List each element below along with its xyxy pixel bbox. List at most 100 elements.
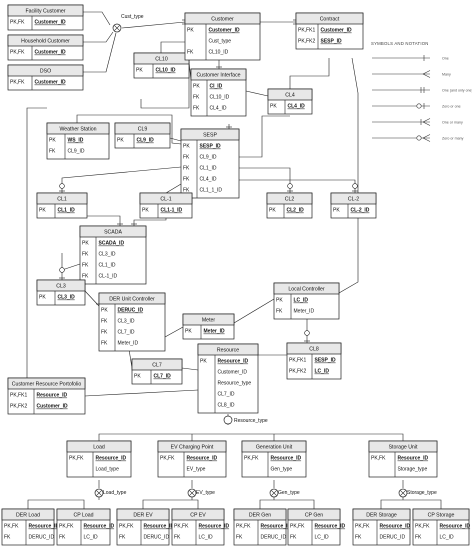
primary-attribute: Resource_ID xyxy=(261,524,292,530)
entity-header xyxy=(7,377,86,390)
legend-symbol xyxy=(372,87,430,93)
relationship-line xyxy=(245,90,269,97)
entity-header xyxy=(273,282,340,295)
entity-header xyxy=(46,122,110,135)
primary-attribute: CL4_ID xyxy=(288,104,306,110)
relationship-line xyxy=(98,433,404,441)
key-label: PK xyxy=(270,104,277,110)
relationship-line xyxy=(140,69,190,109)
primary-attribute: DERUC_ID xyxy=(118,308,144,314)
attribute: DERUC_ID xyxy=(29,535,55,541)
legend-label: One (and only one) xyxy=(442,89,472,93)
key-label: FK xyxy=(193,95,200,101)
key-label: FK xyxy=(276,309,283,315)
discriminator-stor: Storage_type xyxy=(398,488,437,498)
key-label: PK,FK xyxy=(59,524,74,530)
entity-header xyxy=(412,508,470,521)
entity-header xyxy=(66,440,132,453)
key-label: FK xyxy=(193,106,200,112)
relationship-line xyxy=(61,263,81,271)
attribute: CL3_ID xyxy=(99,252,116,258)
entity-title: EV Charging Point xyxy=(171,445,214,451)
key-label: FK xyxy=(290,535,297,541)
attribute: Resource_type xyxy=(218,381,252,387)
entity-box xyxy=(180,128,240,199)
discriminator-load: Load_type xyxy=(94,488,127,498)
entity-header xyxy=(352,508,411,521)
discriminator-label: Load_type xyxy=(103,490,127,496)
key-label: PK xyxy=(200,359,207,365)
legend-label: One or many xyxy=(442,121,463,125)
zero-circle xyxy=(352,183,358,189)
primary-attribute: Customer_ID xyxy=(209,28,241,34)
entity-title: Local Controller xyxy=(288,287,325,293)
entity-title: DER Gen xyxy=(249,513,271,519)
key-label: FK xyxy=(59,535,66,541)
key-label: PK xyxy=(276,298,283,304)
primary-attribute: Resource_ID xyxy=(29,524,60,530)
attribute: LC_ID xyxy=(440,535,455,541)
key-label: PK xyxy=(142,208,149,214)
key-label: PK,FK1 xyxy=(10,393,27,399)
primary-attribute: SCADA_ID xyxy=(99,241,125,247)
entity-title: CL-2 xyxy=(348,197,359,203)
key-label: PK,FK xyxy=(4,524,19,530)
zero-circle xyxy=(59,267,65,273)
key-label: PK,FK xyxy=(69,456,84,462)
key-label: PK xyxy=(333,208,340,214)
key-label: PK,FK xyxy=(371,456,386,462)
entity-header xyxy=(1,508,55,521)
relationship-line xyxy=(83,31,114,43)
relationship-line xyxy=(164,326,184,338)
primary-attribute: Resource_ID xyxy=(37,393,68,399)
attribute: DERUC_ID xyxy=(261,535,287,541)
relationship-line xyxy=(165,183,182,194)
attribute: Meter_ID xyxy=(118,341,139,347)
primary-attribute: Resource_ID xyxy=(315,524,346,530)
entity-header xyxy=(79,225,147,238)
entity-title: CL8 xyxy=(309,347,319,353)
legend-label: One xyxy=(442,57,449,61)
legend-symbol xyxy=(372,134,431,142)
discriminator-res: Resource_type xyxy=(223,415,268,425)
key-label: PK,FK xyxy=(10,50,25,56)
legend-label: Many xyxy=(442,73,451,77)
legend-title: SYMBOLS AND NOTATION xyxy=(371,41,429,46)
